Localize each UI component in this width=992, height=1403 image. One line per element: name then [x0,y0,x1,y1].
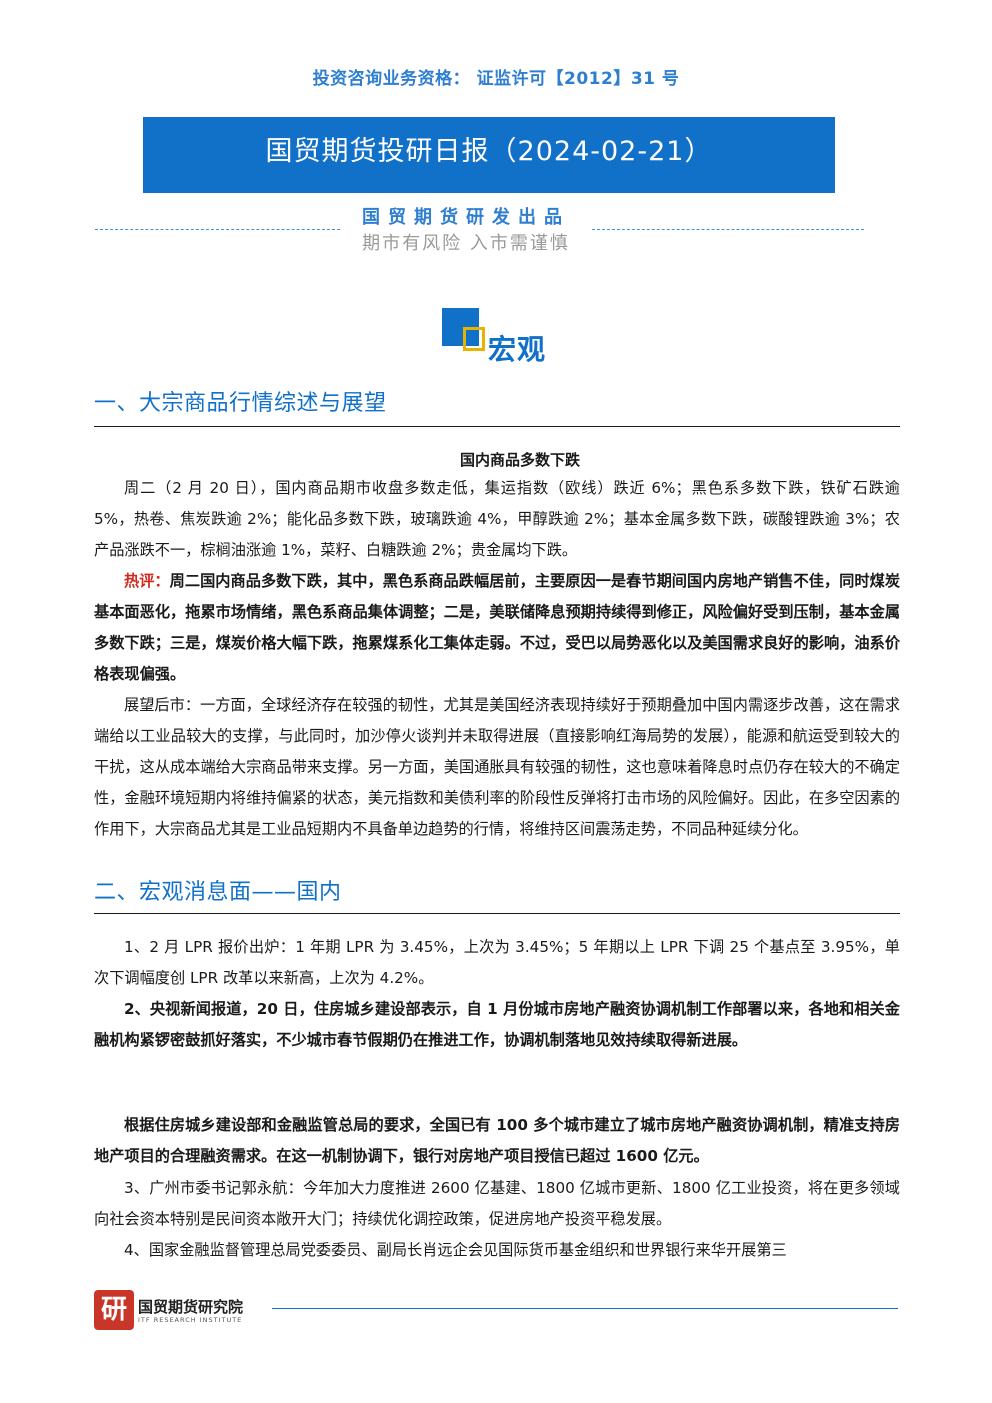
news-item-2: 2、央视新闻报道，20 日，住房城乡建设部表示，自 1 月份城市房地产融资协调机… [94,1000,900,1049]
section1-heading: 一、大宗商品行情综述与展望 [94,391,387,416]
section1-rule [94,426,900,427]
divider-right [592,229,864,230]
section-tag-label: 宏观 [488,333,547,366]
section-tag-frame-icon [463,327,485,351]
institute-name: 国贸期货研究院 [138,1298,244,1316]
report-title-banner: 国贸期货投研日报（2024-02-21） [143,117,835,193]
news-item-2-detail: 根据住房城乡建设部和金融监管总局的要求，全国已有 100 多个城市建立了城市房地… [94,1116,900,1165]
section2-heading: 二、宏观消息面——国内 [94,880,342,905]
hot-comment-label: 热评： [124,572,170,590]
qualification-line: 投资咨询业务资格： 证监许可【2012】31 号 [312,69,680,89]
news-item-3: 3、广州市委书记郭永航：今年加大力度推进 2600 亿基建、1800 亿城市更新… [94,1179,900,1228]
section1-paragraph-2: 热评：周二国内商品多数下跌，其中，黑色系商品跌幅居前，主要原因一是春节期间国内房… [94,572,901,683]
institute-name-en: ITF RESEARCH INSTITUTE [138,1316,243,1324]
section2-rule [94,913,900,914]
divider-left [95,229,340,230]
news-item-4: 4、国家金融监督管理总局党委委员、副局长肖远企会见国际货币基金组织和世界银行来华… [124,1241,787,1259]
footer-rule [272,1308,898,1309]
section1-paragraph-1: 周二（2 月 20 日），国内商品期市收盘多数走低，集运指数（欧线）跌近 6%；… [94,479,900,559]
news-item-1: 1、2 月 LPR 报价出炉：1 年期 LPR 为 3.45%，上次为 3.45… [94,938,900,987]
section1-paragraph-3: 展望后市：一方面，全球经济存在较强的韧性，尤其是美国经济表现持续好于预期叠加中国… [94,696,900,838]
publisher-line: 国贸期货研发出品 [362,207,570,228]
institute-seal-logo: 研 [94,1290,134,1330]
risk-slogan: 期市有风险 入市需谨慎 [362,233,570,254]
section1-subtitle: 国内商品多数下跌 [459,451,580,469]
